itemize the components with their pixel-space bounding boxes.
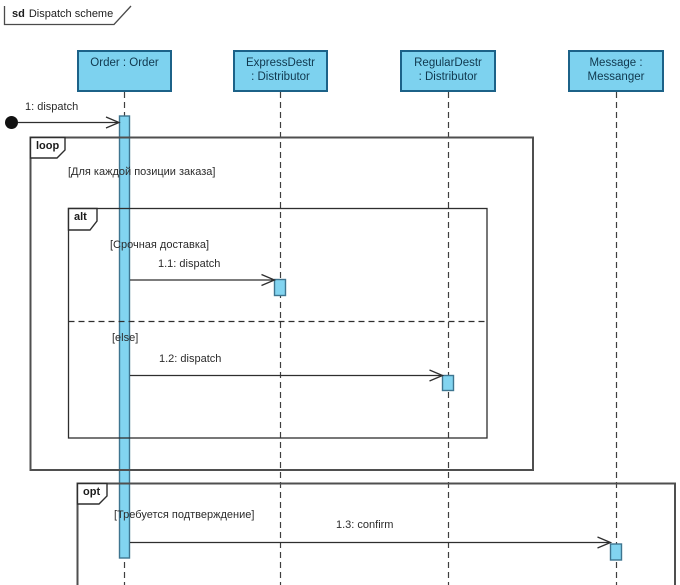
fragment-loop-operator[interactable]: loop [36, 140, 60, 152]
fragment-loop-border[interactable] [29, 136, 534, 471]
fragment-alt-pentagon[interactable] [67, 207, 98, 231]
message-1-1-label[interactable]: 1.1: dispatch [158, 258, 221, 270]
alt-guard-else[interactable]: [else] [112, 332, 139, 344]
loop-guard[interactable]: [Для каждой позиции заказа] [68, 166, 216, 178]
activation-express[interactable] [273, 278, 287, 297]
frame-label-shape [3, 5, 132, 26]
fragment-opt-operator[interactable]: opt [83, 486, 101, 498]
message-1-arrowhead [105, 116, 121, 129]
fragment-alt-border[interactable] [67, 207, 488, 439]
frame-keyword: sd [12, 8, 25, 20]
fragment-opt-border[interactable] [76, 482, 676, 585]
activation-message[interactable] [609, 543, 623, 561]
fragment-alt-operator[interactable]: alt [74, 211, 87, 223]
lifeline-header-message[interactable]: Message : Messanger [568, 50, 664, 92]
message-1-3-arrowhead [597, 536, 613, 549]
message-1-2-label[interactable]: 1.2: dispatch [159, 353, 222, 365]
lifeline-header-regular[interactable]: RegularDestr : Distributor [400, 50, 496, 92]
alt-guard-if[interactable]: [Срочная доставка] [110, 239, 210, 251]
frame-name: Dispatch scheme [28, 8, 114, 20]
fragment-opt-pentagon[interactable] [76, 482, 108, 505]
fragment-loop-pentagon[interactable] [29, 136, 66, 159]
message-1-1-arrowhead [261, 273, 277, 287]
message-1-label[interactable]: 1: dispatch [25, 101, 79, 113]
message-1-3-label[interactable]: 1.3: confirm [336, 519, 394, 531]
lifeline-header-order[interactable]: Order : Order [77, 50, 172, 92]
lifeline-header-express[interactable]: ExpressDestr : Distributor [233, 50, 328, 92]
message-1-2-arrowhead [429, 369, 445, 382]
found-message-start-circle[interactable] [5, 116, 18, 129]
opt-guard[interactable]: [Требуется подтверждение] [114, 509, 255, 521]
activation-regular[interactable] [441, 374, 455, 392]
activation-order[interactable] [118, 115, 131, 559]
